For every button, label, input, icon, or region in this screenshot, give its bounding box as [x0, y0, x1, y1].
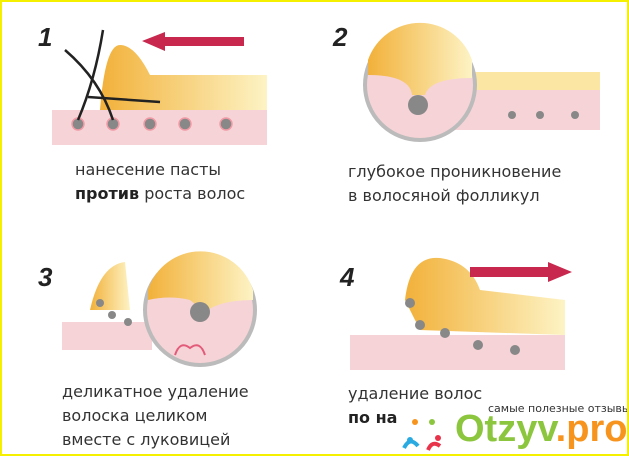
caption-line: в волосяной фолликул — [348, 186, 540, 205]
caption-line: против роста волос — [75, 182, 245, 206]
step-4-caption: удаление волос по на — [348, 382, 482, 430]
step-number-1: 1 — [38, 22, 53, 52]
illustration-step-2 — [363, 22, 600, 142]
right-arrow-icon — [470, 262, 572, 282]
caption-line: деликатное удаление — [62, 382, 249, 401]
caption-line: вместе с луковицей — [62, 430, 231, 449]
caption-bold: по на — [348, 408, 398, 427]
step-1-caption: нанесение пасты против роста волос — [75, 158, 245, 206]
illustration-step-1 — [52, 29, 267, 145]
watermark-tagline: самые полезные отзывы — [488, 402, 629, 415]
step-2-caption: глубокое проникновение в волосяной фолли… — [348, 160, 561, 208]
step-number-3: 3 — [38, 262, 53, 292]
caption-line: глубокое проникновение — [348, 162, 562, 181]
watermark-brand: Otzyv.pro — [455, 408, 627, 451]
caption-line: удаление волос — [348, 384, 483, 403]
caption-line: волоска целиком — [62, 406, 208, 425]
step-number-4: 4 — [340, 262, 355, 292]
step-number-2: 2 — [333, 22, 348, 52]
caption-text: роста волос — [139, 184, 246, 203]
caption-line: нанесение пасты — [75, 160, 222, 179]
illustration-step-3 — [62, 251, 257, 367]
left-arrow-icon — [142, 32, 244, 51]
brand-name: Otzyv — [455, 408, 556, 450]
brand-tld: .pro — [555, 408, 628, 450]
step-3-caption: деликатное удаление волоска целиком вмес… — [62, 380, 249, 452]
caption-bold: против — [75, 184, 140, 203]
illustration-step-4 — [350, 257, 572, 370]
